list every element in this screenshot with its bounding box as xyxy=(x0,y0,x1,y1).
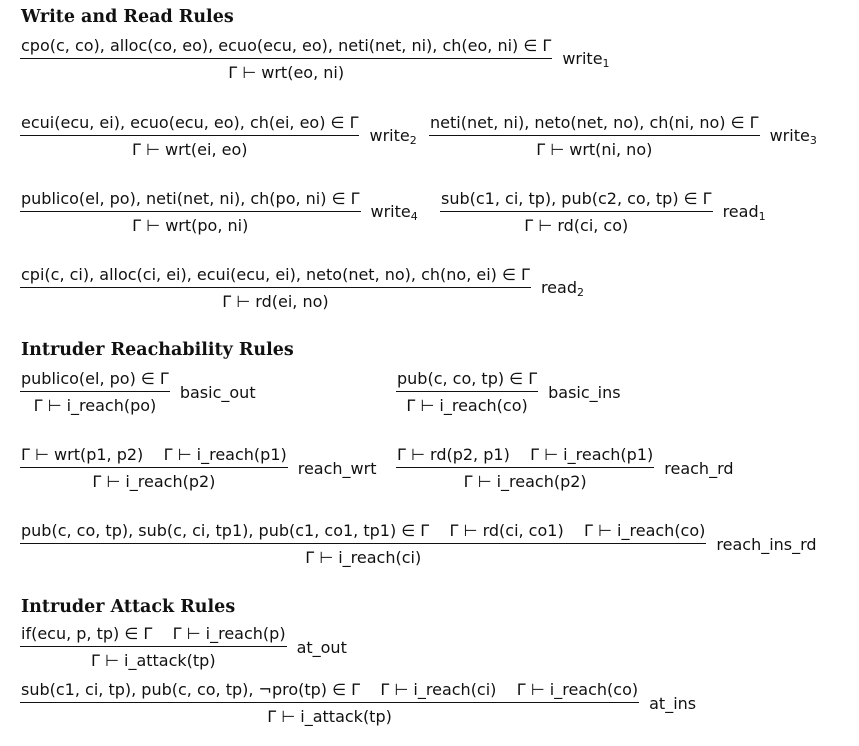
section-heading-write-read: Write and Read Rules xyxy=(21,7,234,27)
rule-conclusion: Γ ⊢ i_reach(p2) xyxy=(92,472,216,491)
rule-reach-wrt: Γ ⊢ wrt(p1, p2) Γ ⊢ i_reach(p1) Γ ⊢ i_re… xyxy=(20,444,376,492)
rule-reach-ins-rd: pub(c, co, tp), sub(c, ci, tp1), pub(c1,… xyxy=(20,520,817,568)
rule-conclusion: Γ ⊢ i_attack(tp) xyxy=(267,707,392,726)
rule-premise: Γ ⊢ wrt(p1, p2) Γ ⊢ i_reach(p1) xyxy=(21,445,287,464)
section-heading-attack: Intruder Attack Rules xyxy=(21,597,236,617)
rule-premise: publico(el, po) ∈ Γ xyxy=(21,369,169,388)
rule-fraction: neti(net, ni), neto(net, no), ch(ni, no)… xyxy=(429,112,760,160)
inference-line xyxy=(20,543,707,544)
rule-conclusion: Γ ⊢ wrt(ei, eo) xyxy=(131,140,248,159)
rule-fraction: publico(el, po), neti(net, ni), ch(po, n… xyxy=(20,188,361,236)
rule-name-text: write xyxy=(562,48,603,68)
rule-name-text: write xyxy=(370,201,411,221)
rule-premise: neti(net, ni), neto(net, no), ch(ni, no)… xyxy=(430,113,759,132)
rule-conclusion: Γ ⊢ rd(ci, co) xyxy=(524,216,629,235)
rule-fraction: pub(c, co, tp) ∈ Γ Γ ⊢ i_reach(co) xyxy=(396,368,539,416)
inference-line xyxy=(20,287,531,288)
rule-write1: cpo(c, co), alloc(co, eo), ecuo(ecu, eo)… xyxy=(20,35,610,83)
rule-name: reach_rd xyxy=(664,458,734,478)
inference-line xyxy=(20,391,170,392)
inference-line xyxy=(440,211,713,212)
rule-premise: Γ ⊢ rd(p2, p1) Γ ⊢ i_reach(p1) xyxy=(397,445,654,464)
rule-write2: ecui(ecu, ei), ecuo(ecu, eo), ch(ei, eo)… xyxy=(20,112,417,160)
rule-conclusion: Γ ⊢ i_reach(p2) xyxy=(463,472,587,491)
section-heading-reachability: Intruder Reachability Rules xyxy=(21,340,294,360)
rule-premise: sub(c1, ci, tp), pub(c2, co, tp) ∈ Γ xyxy=(441,189,712,208)
rule-name-text: write xyxy=(769,125,810,145)
rule-write4: publico(el, po), neti(net, ni), ch(po, n… xyxy=(20,188,418,236)
rule-name: write3 xyxy=(770,126,817,147)
rule-fraction: cpi(c, ci), alloc(ci, ei), ecui(ecu, ei)… xyxy=(20,264,531,312)
inference-line xyxy=(20,211,361,212)
rule-premise: publico(el, po), neti(net, ni), ch(po, n… xyxy=(21,189,360,208)
rule-name: at_ins xyxy=(649,693,697,713)
rule-name: write1 xyxy=(562,49,609,70)
rule-basic-out: publico(el, po) ∈ Γ Γ ⊢ i_reach(po) basi… xyxy=(20,368,256,416)
rule-name: write4 xyxy=(371,202,418,223)
rule-conclusion: Γ ⊢ wrt(ni, no) xyxy=(536,140,653,159)
inference-line xyxy=(20,702,640,703)
rule-name-text: write xyxy=(369,125,410,145)
inference-line xyxy=(429,135,760,136)
rule-name-subscript: 3 xyxy=(809,133,817,147)
rule-fraction: Γ ⊢ rd(p2, p1) Γ ⊢ i_reach(p1) Γ ⊢ i_rea… xyxy=(396,444,655,492)
rule-name: basic_out xyxy=(179,382,256,402)
rule-fraction: cpo(c, co), alloc(co, eo), ecuo(ecu, eo)… xyxy=(20,35,553,83)
rule-reach-rd: Γ ⊢ rd(p2, p1) Γ ⊢ i_reach(p1) Γ ⊢ i_rea… xyxy=(396,444,734,492)
inference-line xyxy=(20,646,287,647)
rule-fraction: Γ ⊢ wrt(p1, p2) Γ ⊢ i_reach(p1) Γ ⊢ i_re… xyxy=(20,444,288,492)
rule-name: reach_wrt xyxy=(297,458,377,478)
rule-fraction: ecui(ecu, ei), ecuo(ecu, eo), ch(ei, eo)… xyxy=(20,112,360,160)
rule-name: read1 xyxy=(723,202,766,223)
inference-line xyxy=(20,467,288,468)
rule-fraction: publico(el, po) ∈ Γ Γ ⊢ i_reach(po) xyxy=(20,368,170,416)
rule-name: read2 xyxy=(541,278,584,299)
rule-conclusion: Γ ⊢ i_reach(co) xyxy=(406,396,528,415)
rule-premise: pub(c, co, tp), sub(c, ci, tp1), pub(c1,… xyxy=(21,521,706,540)
rule-name: write2 xyxy=(369,126,416,147)
rule-premise: sub(c1, ci, tp), pub(c, co, tp), ¬pro(tp… xyxy=(21,680,639,699)
rule-name-text: read xyxy=(722,201,759,221)
inference-line xyxy=(20,58,553,59)
rule-fraction: sub(c1, ci, tp), pub(c, co, tp), ¬pro(tp… xyxy=(20,679,640,727)
rule-fraction: sub(c1, ci, tp), pub(c2, co, tp) ∈ Γ Γ ⊢… xyxy=(440,188,713,236)
rule-premise: cpi(c, ci), alloc(ci, ei), ecui(ecu, ei)… xyxy=(21,265,530,284)
rule-premise: pub(c, co, tp) ∈ Γ xyxy=(397,369,538,388)
rule-at-out: if(ecu, p, tp) ∈ Γ Γ ⊢ i_reach(p) Γ ⊢ i_… xyxy=(20,623,347,671)
rule-fraction: if(ecu, p, tp) ∈ Γ Γ ⊢ i_reach(p) Γ ⊢ i_… xyxy=(20,623,287,671)
rule-name-subscript: 2 xyxy=(409,133,417,147)
rule-write3: neti(net, ni), neto(net, no), ch(ni, no)… xyxy=(429,112,817,160)
rule-name-subscript: 1 xyxy=(602,56,610,70)
rule-premise: if(ecu, p, tp) ∈ Γ Γ ⊢ i_reach(p) xyxy=(21,624,286,643)
rule-premise: cpo(c, co), alloc(co, eo), ecuo(ecu, eo)… xyxy=(21,36,552,55)
rule-name: basic_ins xyxy=(548,382,621,402)
rule-read1: sub(c1, ci, tp), pub(c2, co, tp) ∈ Γ Γ ⊢… xyxy=(440,188,766,236)
rule-read2: cpi(c, ci), alloc(ci, ei), ecui(ecu, ei)… xyxy=(20,264,584,312)
rule-name-subscript: 1 xyxy=(758,209,766,223)
inference-line xyxy=(20,135,360,136)
inference-line xyxy=(396,391,539,392)
rule-premise: ecui(ecu, ei), ecuo(ecu, eo), ch(ei, eo)… xyxy=(21,113,359,132)
rule-name-text: read xyxy=(540,277,577,297)
rule-conclusion: Γ ⊢ i_reach(po) xyxy=(33,396,157,415)
rule-conclusion: Γ ⊢ i_attack(tp) xyxy=(90,651,216,670)
rule-name: at_out xyxy=(296,637,347,657)
rule-at-ins: sub(c1, ci, tp), pub(c, co, tp), ¬pro(tp… xyxy=(20,679,696,727)
rule-conclusion: Γ ⊢ wrt(eo, ni) xyxy=(228,63,345,82)
rule-conclusion: Γ ⊢ rd(ei, no) xyxy=(222,292,329,311)
rule-conclusion: Γ ⊢ i_reach(ci) xyxy=(305,548,422,567)
rule-fraction: pub(c, co, tp), sub(c, ci, tp1), pub(c1,… xyxy=(20,520,707,568)
rule-name-subscript: 2 xyxy=(576,285,584,299)
rule-basic-ins: pub(c, co, tp) ∈ Γ Γ ⊢ i_reach(co) basic… xyxy=(396,368,621,416)
inference-line xyxy=(396,467,655,468)
rule-conclusion: Γ ⊢ wrt(po, ni) xyxy=(132,216,249,235)
rule-name-subscript: 4 xyxy=(410,209,418,223)
rule-name: reach_ins_rd xyxy=(716,534,817,554)
